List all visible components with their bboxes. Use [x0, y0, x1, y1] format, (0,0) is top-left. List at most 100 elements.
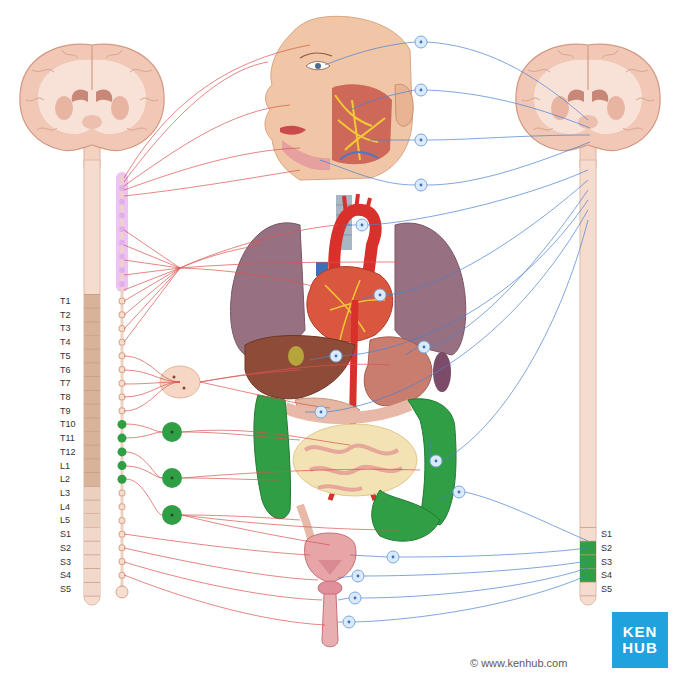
thoracic-organs: [344, 194, 370, 214]
ganglion-dots: [361, 224, 364, 227]
segment-label: T1: [60, 295, 71, 307]
sympathetic-fibres: [124, 62, 268, 182]
thoracic-organs: [307, 267, 393, 342]
sympathetic-fibres: [124, 562, 322, 600]
segment-label: L1: [60, 460, 70, 472]
parasympathetic-fibres: [465, 492, 588, 541]
spinal-cord-left: [84, 486, 100, 527]
segment-label: S2: [601, 542, 612, 554]
prevertebral-ganglia: [171, 477, 174, 480]
parasympathetic-fibres: [320, 160, 415, 185]
sympathetic-fibres: [124, 548, 318, 580]
sympathetic-fibres: [126, 479, 162, 515]
head-face: [265, 16, 412, 180]
parasympathetic-ganglia: [349, 592, 361, 604]
sympathetic-fibres: [182, 430, 350, 445]
prevertebral-ganglia: [183, 387, 186, 390]
parasympathetic-fibres: [325, 42, 415, 65]
parasympathetic-fibres: [327, 210, 588, 412]
parasympathetic-fibres: [427, 135, 590, 140]
abdominal-organs: [293, 424, 417, 496]
head-face: [282, 140, 330, 170]
prevertebral-ganglia: [162, 505, 182, 525]
parasympathetic-fibres: [442, 220, 588, 461]
sympathetic-fibres: [124, 268, 180, 329]
abdominal-organs: [305, 445, 402, 489]
segment-label: T11: [60, 432, 75, 444]
abdominal-organs: [245, 300, 456, 545]
parasympathetic-ganglia: [374, 289, 386, 301]
sympathetic-fibres: [124, 245, 180, 268]
segment-label: S1: [601, 528, 612, 540]
abdominal-organs: [254, 395, 291, 519]
segment-label: T9: [60, 405, 71, 417]
ganglion-dots: [320, 41, 461, 624]
head-face: [340, 152, 378, 160]
parasympathetic-ganglia: [330, 350, 342, 362]
ganglion-dots: [420, 139, 423, 142]
segment-label: L2: [60, 473, 70, 485]
parasympathetic-fibres: [355, 575, 588, 622]
prevertebral-ganglia: [162, 468, 182, 488]
parasympathetic-fibres: [360, 295, 374, 300]
parasympathetic-fibres: [427, 90, 590, 128]
sympathetic-fibres: [124, 575, 325, 625]
sympathetic-fibres: [124, 382, 180, 397]
segment-label: T5: [60, 350, 71, 362]
segment-label: T8: [60, 391, 71, 403]
segment-label: T4: [60, 336, 71, 348]
parasympathetic-fibres: [405, 347, 418, 355]
sympathetic-chain: [120, 301, 125, 591]
head-face: [265, 16, 413, 180]
pelvic-organs: [318, 581, 342, 595]
parasympathetic-ganglia: [387, 551, 399, 563]
ganglion-dots: [392, 556, 395, 559]
segment-label: T12: [60, 446, 76, 458]
ganglion-dots: [335, 355, 338, 358]
parasympathetic-fibres: [305, 42, 590, 622]
prevertebral-ganglia: [171, 514, 174, 517]
prevertebral-ganglia: [160, 366, 200, 525]
prevertebral-ganglia: [171, 431, 174, 434]
ganglion-dots: [354, 597, 357, 600]
segment-label: T10: [60, 418, 76, 430]
parasympathetic-fibres: [338, 598, 349, 600]
sympathetic-fibres: [180, 268, 320, 288]
parasympathetic-fibres: [305, 412, 315, 413]
parasympathetic-ganglia: [415, 134, 427, 146]
parasympathetic-ganglia: [356, 219, 368, 231]
head-face: [332, 84, 392, 164]
sympathetic-chain: [118, 434, 127, 443]
abdominal-organs: [372, 490, 440, 541]
sympathetic-fibres: [180, 245, 262, 268]
brain-right: [516, 44, 660, 168]
sympathetic-fibres: [124, 268, 180, 315]
parasympathetic-fibres: [427, 142, 590, 185]
segment-label: S3: [60, 556, 71, 568]
sympathetic-fibres: [124, 534, 310, 555]
thoracic-organs: [395, 223, 466, 355]
parasympathetic-ganglia: [315, 406, 327, 418]
parasympathetic-fibres: [350, 555, 387, 557]
abdominal-organs: [245, 336, 355, 399]
pelvic-organs: [318, 560, 342, 575]
sympathetic-fibres: [124, 148, 300, 190]
parasympathetic-ganglia: [415, 36, 427, 48]
head-face: [300, 53, 332, 58]
ganglion-dots: [320, 411, 323, 414]
segment-label: L4: [60, 501, 70, 513]
ganglion-dots: [435, 460, 438, 463]
sympathetic-fibres: [126, 432, 162, 438]
segment-label: S5: [60, 583, 71, 595]
abdominal-organs: [285, 405, 410, 418]
ganglion-dots: [379, 294, 382, 297]
sympathetic-chain: [116, 586, 128, 598]
sympathetic-fibres: [124, 356, 180, 382]
ganglion-dots: [458, 491, 461, 494]
sympathetic-fibres: [200, 370, 300, 382]
parasympathetic-fibres: [338, 576, 352, 578]
sympathetic-fibres: [124, 45, 310, 178]
pelvic-organs: [322, 594, 338, 647]
head-face: [306, 62, 330, 70]
